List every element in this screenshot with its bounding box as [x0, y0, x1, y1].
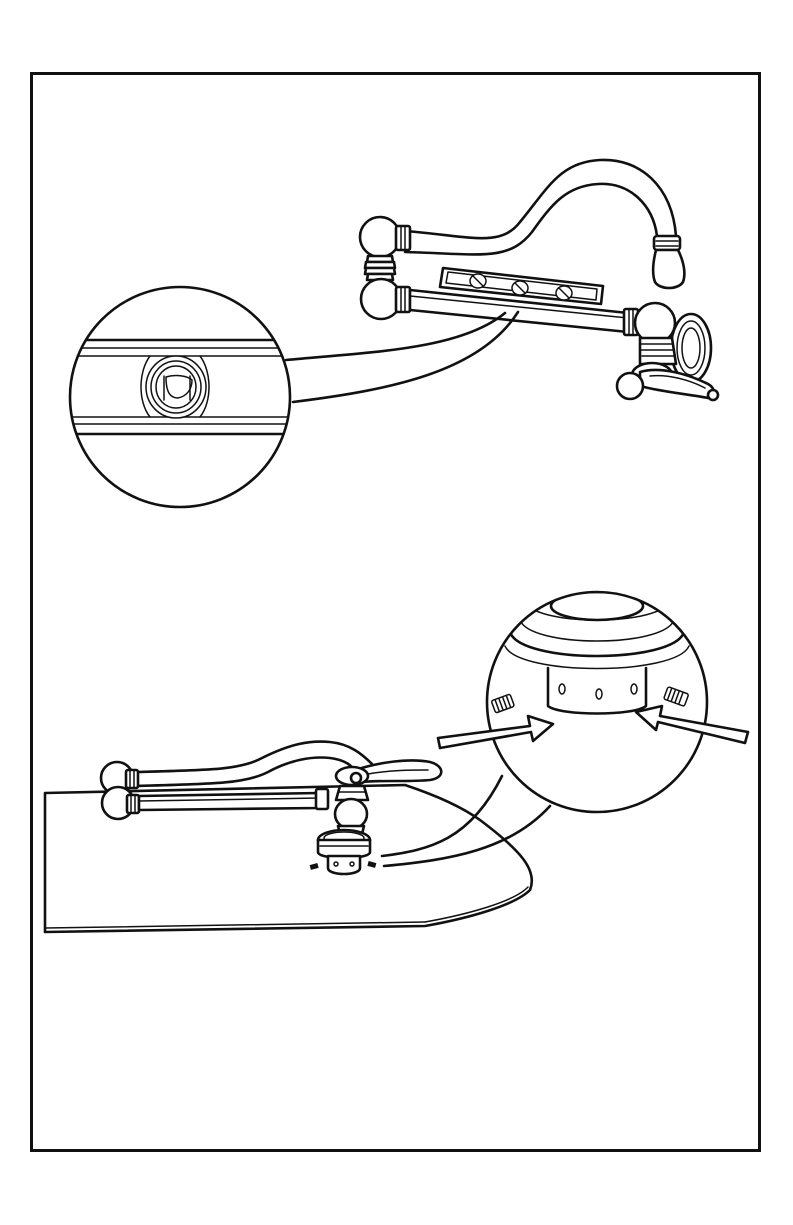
spout-tip [653, 236, 684, 288]
bottom-leader-lines [382, 776, 550, 866]
set-screw-left [310, 863, 319, 870]
set-screw-right [367, 861, 376, 868]
upper-ball-joint [360, 217, 400, 257]
level-inset-detail [60, 287, 300, 507]
top-leader-lines [286, 312, 518, 402]
wall-mount-faucet [360, 160, 718, 400]
set-screw-inset-detail [487, 584, 707, 812]
knuckle-rings [365, 256, 395, 280]
